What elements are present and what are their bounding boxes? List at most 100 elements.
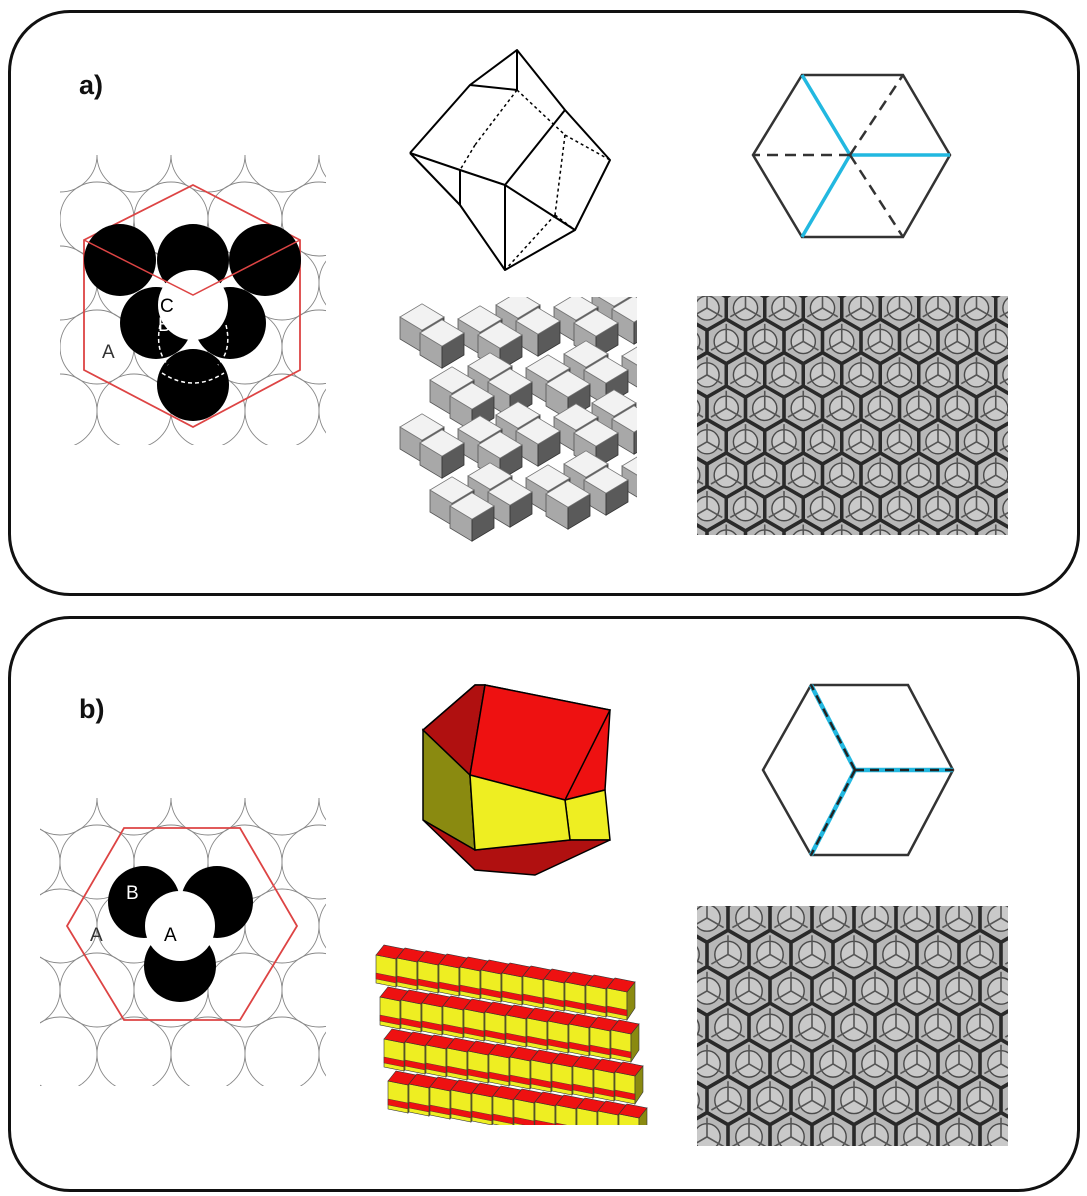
micrograph-cell-spoke (874, 1136, 893, 1146)
micrograph-cell (999, 1082, 1008, 1119)
micrograph-cell-spoke (731, 1136, 750, 1146)
tile-face-top (618, 1103, 648, 1119)
micrograph-cell-spoke (874, 917, 893, 929)
micrograph-cell-spoke (836, 1026, 855, 1038)
micrograph-cell-spoke (983, 990, 1002, 1002)
tile-face-band (555, 1122, 568, 1125)
micrograph-cell-spoke (845, 374, 862, 385)
tile-face-band (442, 1023, 464, 1035)
micrograph-cell-core (987, 1050, 1008, 1078)
micrograph-cell (994, 355, 1008, 395)
tile-face-band (379, 1014, 401, 1026)
micrograph-cell-spoke (706, 374, 723, 385)
tile-face-right (633, 429, 637, 455)
micrograph-cell-spoke (822, 374, 839, 385)
micrograph-cell-spoke (983, 1063, 1002, 1075)
micrograph-cell-spoke (853, 953, 872, 965)
tile-face-band (509, 1074, 531, 1086)
micrograph-cell-spoke (806, 307, 823, 318)
tile-face-band (383, 1056, 405, 1068)
micrograph-cell-spoke (826, 474, 843, 485)
micrograph-cell-spoke (916, 1063, 935, 1075)
micrograph-cell-spoke (980, 340, 997, 351)
micrograph-cell-spoke (999, 511, 1008, 519)
tile-face-band (488, 1071, 510, 1083)
micrograph-cell-spoke (768, 507, 785, 519)
panel-a-black-spheres (84, 224, 301, 421)
micrograph-cell-spoke (710, 1099, 729, 1111)
micrograph-cell-spoke (710, 340, 727, 351)
panel-a-micrograph-cells (697, 296, 1008, 535)
micrograph-cell-spoke (815, 990, 834, 1002)
tile-face-top (525, 464, 571, 492)
micrograph-cell-spoke (941, 917, 960, 929)
micrograph-cell-spoke (697, 374, 708, 382)
micrograph-cell (994, 421, 1008, 462)
micrograph-cell-spoke (864, 407, 881, 418)
micrograph-cell-spoke (768, 441, 785, 452)
micrograph-cell-spoke (1000, 990, 1008, 996)
micrograph-cell-spoke (764, 474, 781, 485)
micrograph-cell-spoke (995, 407, 1008, 417)
micrograph-cell-spoke (976, 441, 993, 452)
micrograph-cell-spoke (729, 307, 746, 318)
micrograph-cell-spoke (960, 374, 977, 385)
micrograph-cell-spoke (903, 340, 920, 351)
tile-face-top (457, 305, 503, 333)
panel-a-rhombic-dodecahedron (409, 49, 611, 271)
micrograph-cell-spoke (768, 374, 785, 385)
tile-face-band (429, 1104, 451, 1116)
micrograph-cell-spoke (941, 990, 960, 1002)
micrograph-cell-spoke (710, 1026, 729, 1038)
micrograph-cell-spoke (995, 474, 1008, 484)
micrograph-cell-spoke (731, 990, 750, 1002)
tile-face-band (417, 978, 439, 990)
micrograph-cell-spoke (979, 1026, 998, 1038)
micrograph-cell-core (697, 945, 700, 963)
tile-face-top (487, 368, 533, 396)
tile-face-top (399, 303, 445, 331)
micrograph-cell (994, 488, 1008, 529)
tile-face-top (611, 405, 637, 433)
micrograph-cell-spoke (806, 441, 823, 452)
micrograph-cell-spoke (745, 507, 762, 519)
micrograph-cell-spoke (832, 1136, 851, 1146)
micrograph-cell-spoke (697, 345, 704, 351)
micrograph-cell-spoke (879, 474, 896, 485)
micrograph-cell-spoke (697, 959, 704, 965)
tile-face-top (515, 417, 561, 445)
panel-a-letter-b: B (158, 315, 171, 336)
tile-face-band (492, 1113, 514, 1125)
tile-face-top (563, 340, 609, 368)
micrograph-cell-spoke (783, 507, 800, 519)
tile-face-band (551, 1080, 573, 1092)
tile-face-band (585, 1002, 607, 1014)
panel-b-trapezo-tiling-3d (375, 944, 648, 1125)
panel-b-hexagon-projection (761, 683, 955, 857)
tile-face-band (400, 1017, 422, 1029)
micrograph-cell-spoke (920, 1026, 939, 1038)
micrograph-cell-spoke (916, 990, 935, 1002)
tile-face-band (471, 1110, 493, 1122)
micrograph-cell-spoke (764, 407, 781, 418)
micrograph-cell-spoke (731, 1063, 750, 1075)
tile-face-top (545, 480, 591, 508)
tile-face-band (484, 1029, 506, 1041)
micrograph-cell-spoke (899, 1136, 918, 1146)
micrograph-cell-spoke (697, 1105, 704, 1111)
micrograph-cell (999, 936, 1008, 973)
micrograph-cell-spoke (864, 474, 881, 485)
tile-face-top (495, 297, 541, 319)
tile-face-top (477, 431, 523, 459)
panel-b-micrograph-cells (697, 906, 1008, 1146)
panel-a-label: a) (79, 70, 104, 100)
micrograph-cell-spoke (976, 507, 993, 519)
micrograph-cell-spoke (806, 374, 823, 385)
micrograph-cell-spoke (857, 1063, 876, 1075)
micrograph-cell-spoke (729, 441, 746, 452)
tile-face-band (614, 1089, 636, 1101)
micrograph-cell-spoke (706, 990, 725, 1002)
micrograph-cell-spoke (937, 1099, 956, 1111)
micrograph-cell-spoke (802, 407, 819, 418)
micrograph-cell-spoke (999, 444, 1008, 452)
